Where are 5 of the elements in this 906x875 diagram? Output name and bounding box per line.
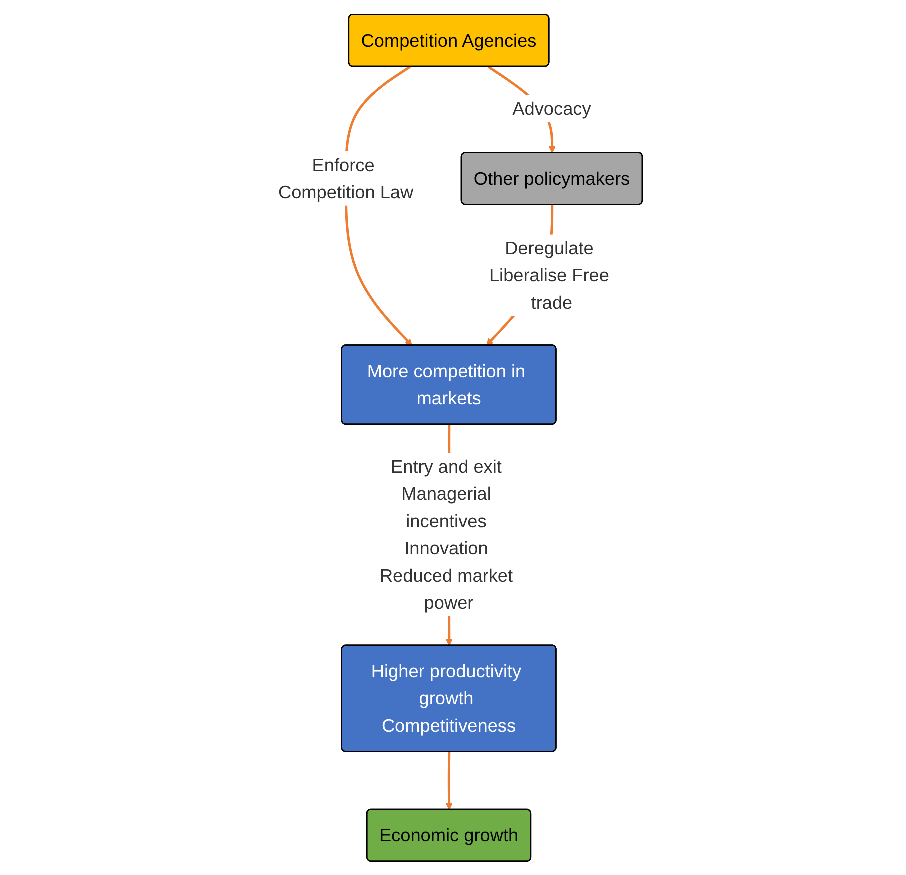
edge-label: Deregulate Liberalise Free trade [489, 238, 610, 313]
edge-label: Enforce Competition Law [278, 154, 414, 202]
edge-label: Advocacy [512, 98, 592, 119]
arrow [446, 752, 453, 810]
edge-label: Entry and exit Managerial incentives Innovation Reduced market power [380, 456, 513, 613]
